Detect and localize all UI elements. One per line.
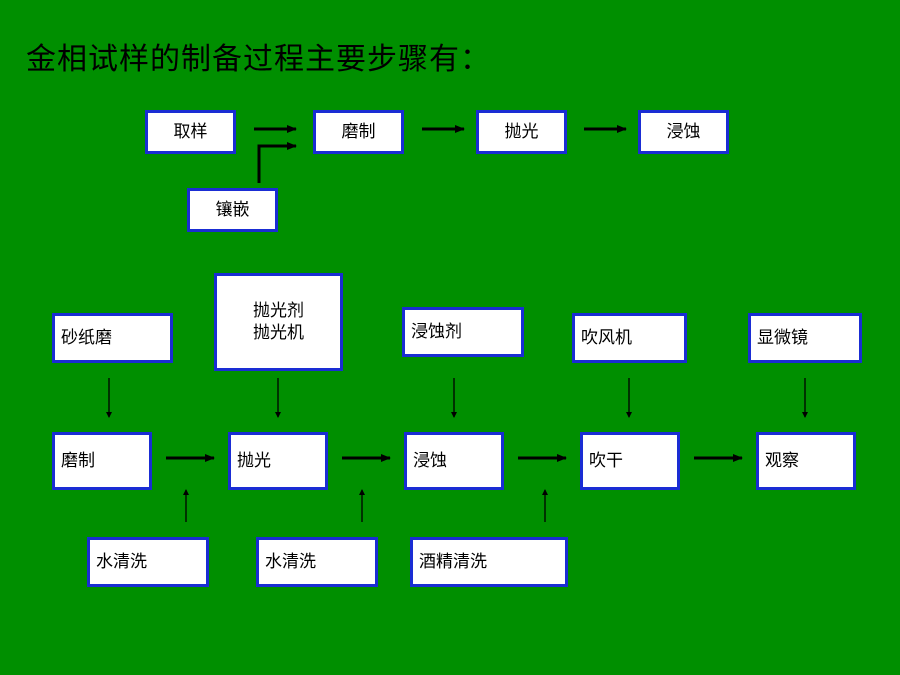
step-grinding-top-label: 磨制 — [341, 122, 376, 142]
step-grinding-label: 磨制 — [61, 451, 95, 471]
step-etching-top: 浸蚀 — [638, 110, 729, 154]
step-polishing-top-label: 抛光 — [504, 122, 539, 142]
step-sampling: 取样 — [145, 110, 236, 154]
tool-sandpaper-label: 砂纸磨 — [61, 328, 112, 348]
cleaning-alcohol-label: 酒精清洗 — [419, 552, 487, 572]
page-title: 金相试样的制备过程主要步骤有： — [26, 42, 491, 77]
cleaning-water-1-label: 水清洗 — [96, 552, 147, 572]
tool-blower-label: 吹风机 — [581, 328, 632, 348]
step-grinding-top: 磨制 — [313, 110, 404, 154]
cleaning-water-2: 水清洗 — [256, 537, 378, 587]
step-drying-label: 吹干 — [589, 451, 623, 471]
step-polishing-top: 抛光 — [476, 110, 567, 154]
cleaning-alcohol: 酒精清洗 — [410, 537, 568, 587]
step-etching-label: 浸蚀 — [413, 451, 447, 471]
tool-polisher: 抛光剂 抛光机 — [214, 273, 343, 371]
step-observation: 观察 — [756, 432, 856, 490]
cleaning-water-2-label: 水清洗 — [265, 552, 316, 572]
tool-etchant-label: 浸蚀剂 — [411, 322, 462, 342]
tool-microscope: 显微镜 — [748, 313, 862, 363]
step-etching: 浸蚀 — [404, 432, 504, 490]
step-polishing-label: 抛光 — [237, 451, 271, 471]
step-sampling-label: 取样 — [173, 122, 208, 142]
arrow-mounting-to-grinding — [257, 142, 297, 183]
step-mounting-label: 镶嵌 — [215, 200, 250, 220]
tool-sandpaper: 砂纸磨 — [52, 313, 173, 363]
step-polishing: 抛光 — [228, 432, 328, 490]
tool-blower: 吹风机 — [572, 313, 687, 363]
cleaning-water-1: 水清洗 — [87, 537, 209, 587]
step-drying: 吹干 — [580, 432, 680, 490]
tool-polisher-label: 抛光剂 抛光机 — [253, 301, 304, 343]
step-observation-label: 观察 — [765, 451, 799, 471]
step-etching-top-label: 浸蚀 — [666, 122, 701, 142]
tool-microscope-label: 显微镜 — [757, 328, 808, 348]
step-grinding: 磨制 — [52, 432, 152, 490]
tool-etchant: 浸蚀剂 — [402, 307, 524, 357]
step-mounting: 镶嵌 — [187, 188, 278, 232]
